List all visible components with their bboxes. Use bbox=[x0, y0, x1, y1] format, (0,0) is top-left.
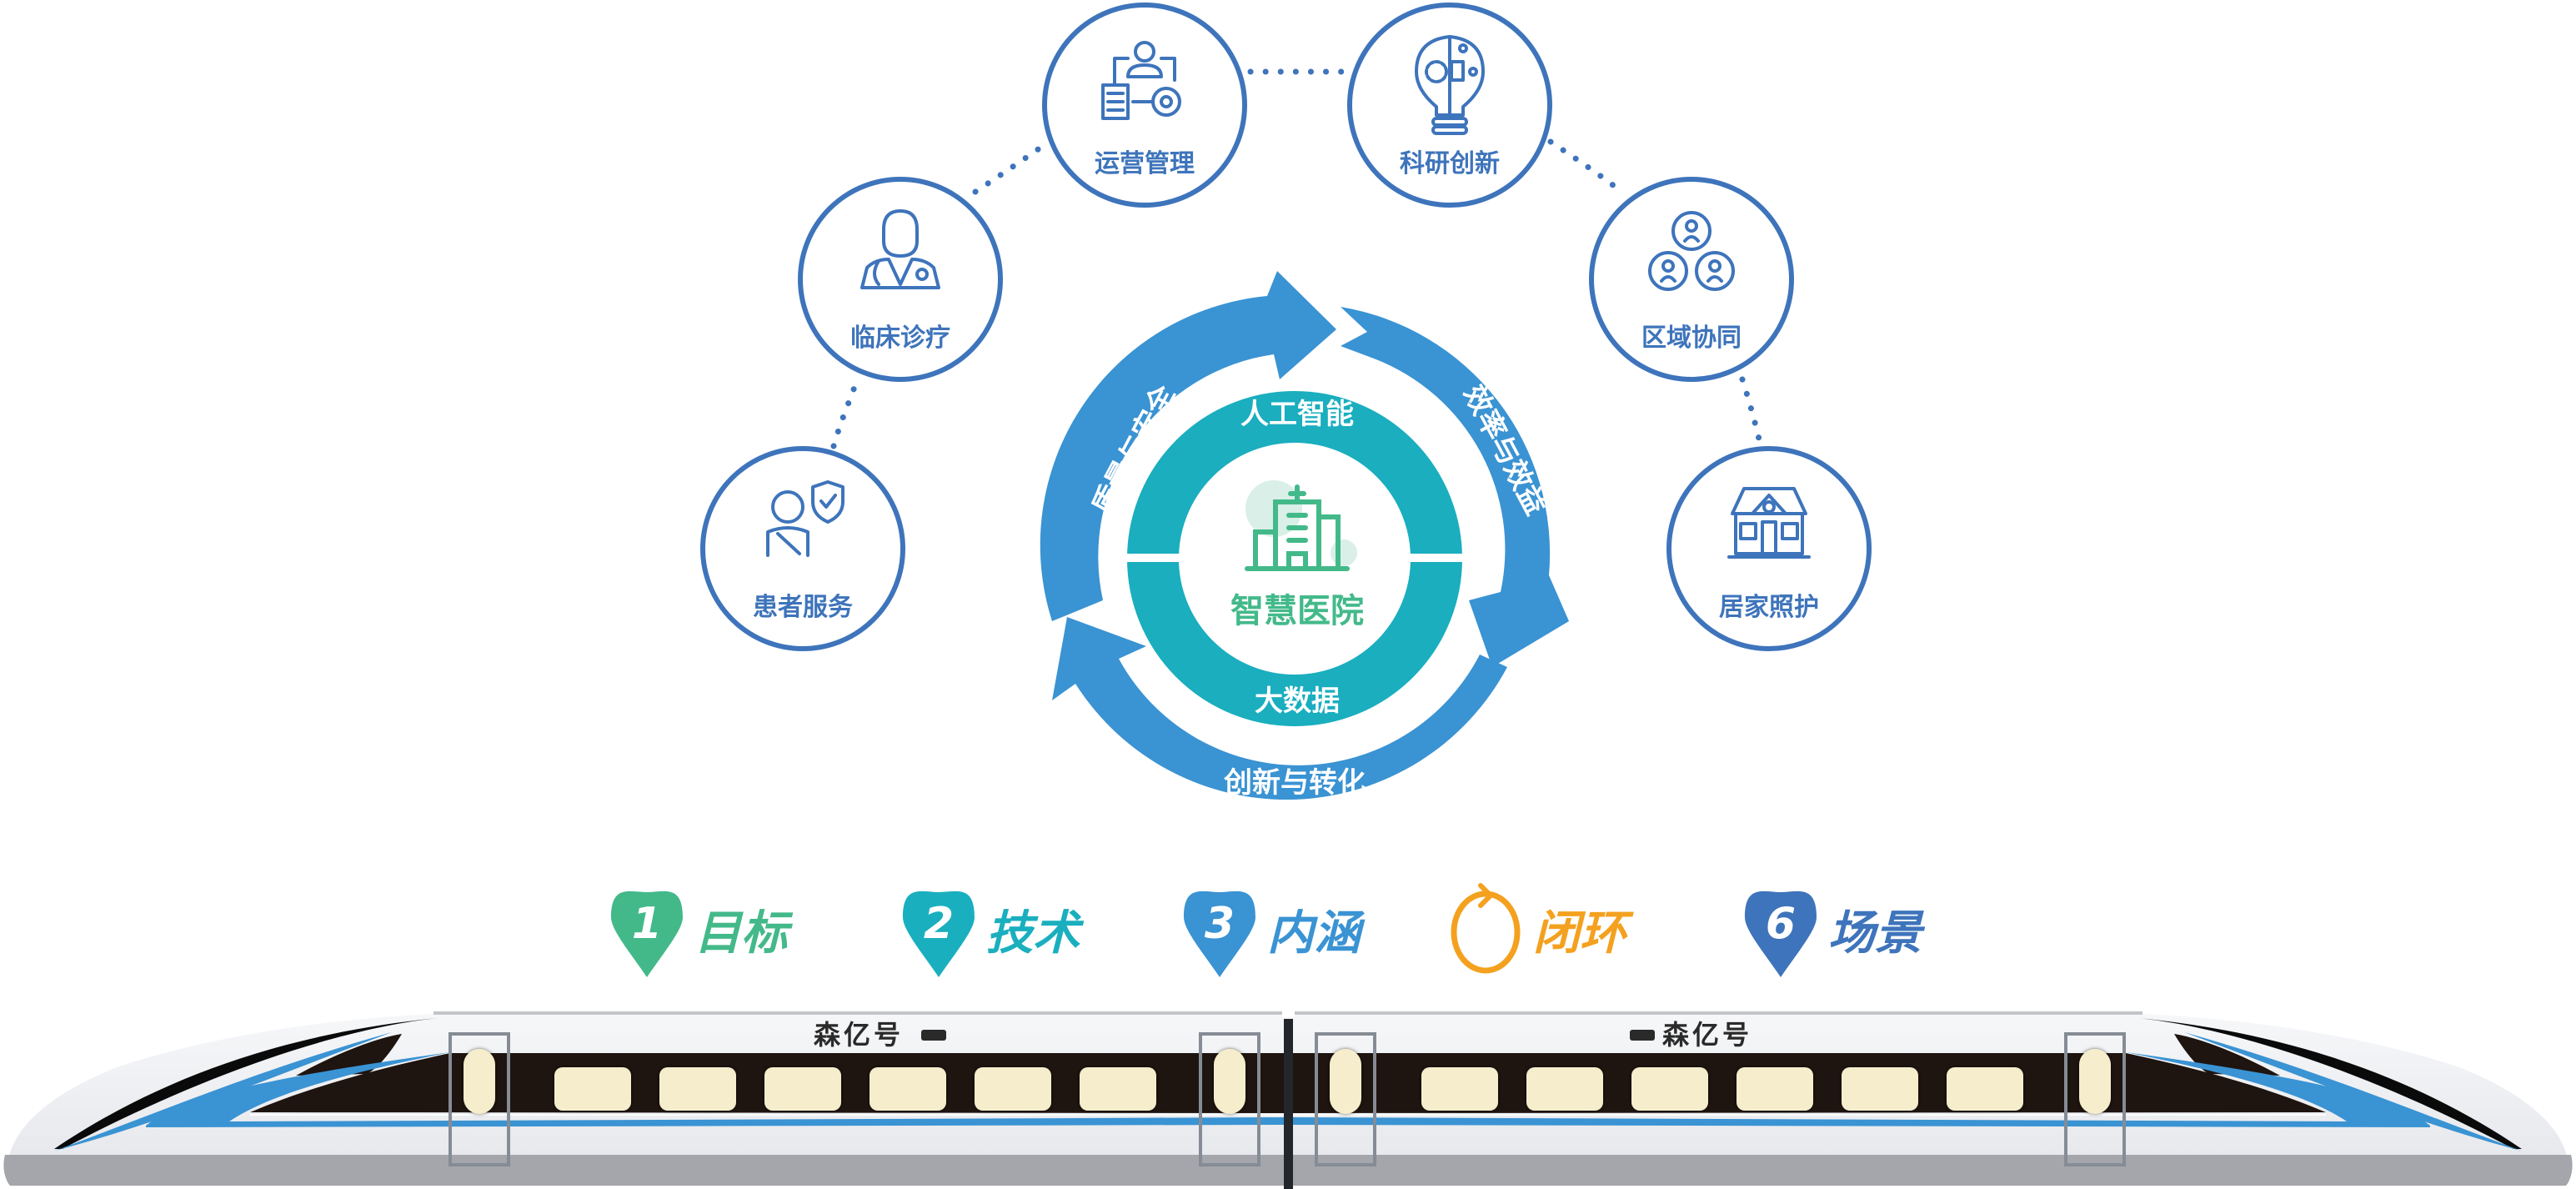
badge-number: 1 bbox=[632, 899, 662, 949]
lightbulb-circuit-icon bbox=[1415, 35, 1485, 135]
node-circle bbox=[1666, 446, 1872, 651]
door-window bbox=[1330, 1049, 1361, 1114]
node-4[interactable]: 科研创新 bbox=[1347, 3, 1552, 208]
door-windows bbox=[464, 1049, 2111, 1114]
badge-1[interactable]: 1 目标 bbox=[611, 890, 794, 977]
door-frame bbox=[1199, 1032, 1260, 1166]
cycle-arrows bbox=[1040, 271, 1569, 800]
ring-label-big-data: 大数据 bbox=[1255, 685, 1340, 718]
train-window bbox=[554, 1067, 631, 1111]
node-circle bbox=[700, 446, 905, 651]
train-window bbox=[1842, 1067, 1918, 1111]
hospital-building-icon bbox=[1245, 480, 1357, 571]
badge-label: 闭环 bbox=[1533, 906, 1634, 961]
door-window bbox=[2079, 1049, 2111, 1114]
badge-3[interactable]: 3 内涵 bbox=[1184, 890, 1366, 977]
node-2[interactable]: 临床诊疗 bbox=[798, 177, 1003, 382]
door-frame bbox=[449, 1032, 510, 1166]
train-window bbox=[1421, 1067, 1498, 1111]
badge-row: 1 目标 2 技术 3 内涵 闭环 6 场景 bbox=[611, 883, 1926, 977]
train-doors bbox=[449, 1032, 2126, 1166]
badge-label: 场景 bbox=[1828, 906, 1926, 961]
badge-number: 3 bbox=[1205, 899, 1235, 949]
badge-label: 技术 bbox=[986, 906, 1085, 961]
node-label: 科研创新 bbox=[1400, 149, 1500, 178]
train-windows bbox=[554, 1067, 2023, 1111]
node-1[interactable]: 患者服务 bbox=[700, 446, 905, 651]
badge-number: 2 bbox=[924, 899, 954, 949]
train-window bbox=[1947, 1067, 2023, 1111]
train: 森亿号 森亿号 bbox=[3, 1009, 2573, 1189]
network-people-icon bbox=[1648, 211, 1735, 291]
center-label: 智慧医院 bbox=[1230, 592, 1364, 630]
door-window bbox=[464, 1049, 495, 1114]
node-circle bbox=[798, 177, 1003, 382]
door-frame bbox=[2064, 1032, 2126, 1166]
badge-number: 6 bbox=[1766, 899, 1796, 949]
car-label-marker bbox=[921, 1030, 946, 1041]
connector-patient-clinical bbox=[830, 372, 862, 449]
badge-2[interactable]: 2 技术 bbox=[903, 890, 1085, 977]
node-circle bbox=[1042, 3, 1247, 208]
map-pin-icon bbox=[1184, 890, 1255, 977]
car-label-2: 森亿号 bbox=[1662, 1019, 1752, 1051]
badge-5[interactable]: 6 场景 bbox=[1745, 890, 1926, 977]
operations-workflow-icon bbox=[1101, 41, 1181, 120]
arrow-label-innovation: 创新与转化 bbox=[1223, 766, 1366, 800]
node-circle bbox=[1589, 177, 1794, 382]
node-6[interactable]: 居家照护 bbox=[1666, 446, 1872, 651]
connector-research-regional bbox=[1547, 138, 1625, 195]
train-window bbox=[1631, 1067, 1708, 1111]
node-5[interactable]: 区域协同 bbox=[1589, 177, 1794, 382]
arrow-efficiency[interactable] bbox=[1341, 307, 1569, 667]
door-frame bbox=[1315, 1032, 1376, 1166]
node-label: 临床诊疗 bbox=[850, 324, 950, 353]
house-icon bbox=[1727, 487, 1811, 559]
car-label-marker bbox=[1630, 1030, 1655, 1041]
badge-label: 内涵 bbox=[1267, 906, 1366, 961]
badge-label: 目标 bbox=[694, 906, 794, 961]
map-pin-icon bbox=[611, 890, 683, 977]
badge-4[interactable]: 闭环 bbox=[1451, 883, 1634, 974]
arrow-quality-safety[interactable] bbox=[1040, 271, 1336, 621]
node-label: 居家照护 bbox=[1719, 593, 1819, 622]
connector-clinical-operations bbox=[972, 138, 1052, 195]
connectors bbox=[830, 68, 1764, 449]
car-divider bbox=[1284, 1019, 1293, 1189]
train-window bbox=[659, 1067, 736, 1111]
train-window bbox=[870, 1067, 946, 1111]
door-window bbox=[1214, 1049, 1245, 1114]
connector-regional-home bbox=[1739, 376, 1764, 449]
node-label: 患者服务 bbox=[753, 593, 853, 622]
node-label: 运营管理 bbox=[1095, 149, 1195, 178]
arrow-innovation[interactable] bbox=[1052, 617, 1507, 800]
patient-shield-icon bbox=[766, 480, 844, 557]
map-pin-icon bbox=[1745, 890, 1817, 977]
train-window bbox=[764, 1067, 841, 1111]
inner-ring bbox=[1117, 391, 1476, 726]
train-window bbox=[1080, 1067, 1156, 1111]
train-window bbox=[975, 1067, 1051, 1111]
ring-label-ai: 人工智能 bbox=[1240, 398, 1354, 431]
train-window bbox=[1526, 1067, 1603, 1111]
loop-circle-icon bbox=[1451, 890, 1521, 974]
doctor-stethoscope-icon bbox=[860, 209, 940, 289]
map-pin-icon bbox=[903, 890, 975, 977]
node-label: 区域协同 bbox=[1641, 324, 1742, 353]
car-label-1: 森亿号 bbox=[814, 1019, 904, 1051]
node-3[interactable]: 运营管理 bbox=[1042, 3, 1247, 208]
train-window bbox=[1737, 1067, 1813, 1111]
